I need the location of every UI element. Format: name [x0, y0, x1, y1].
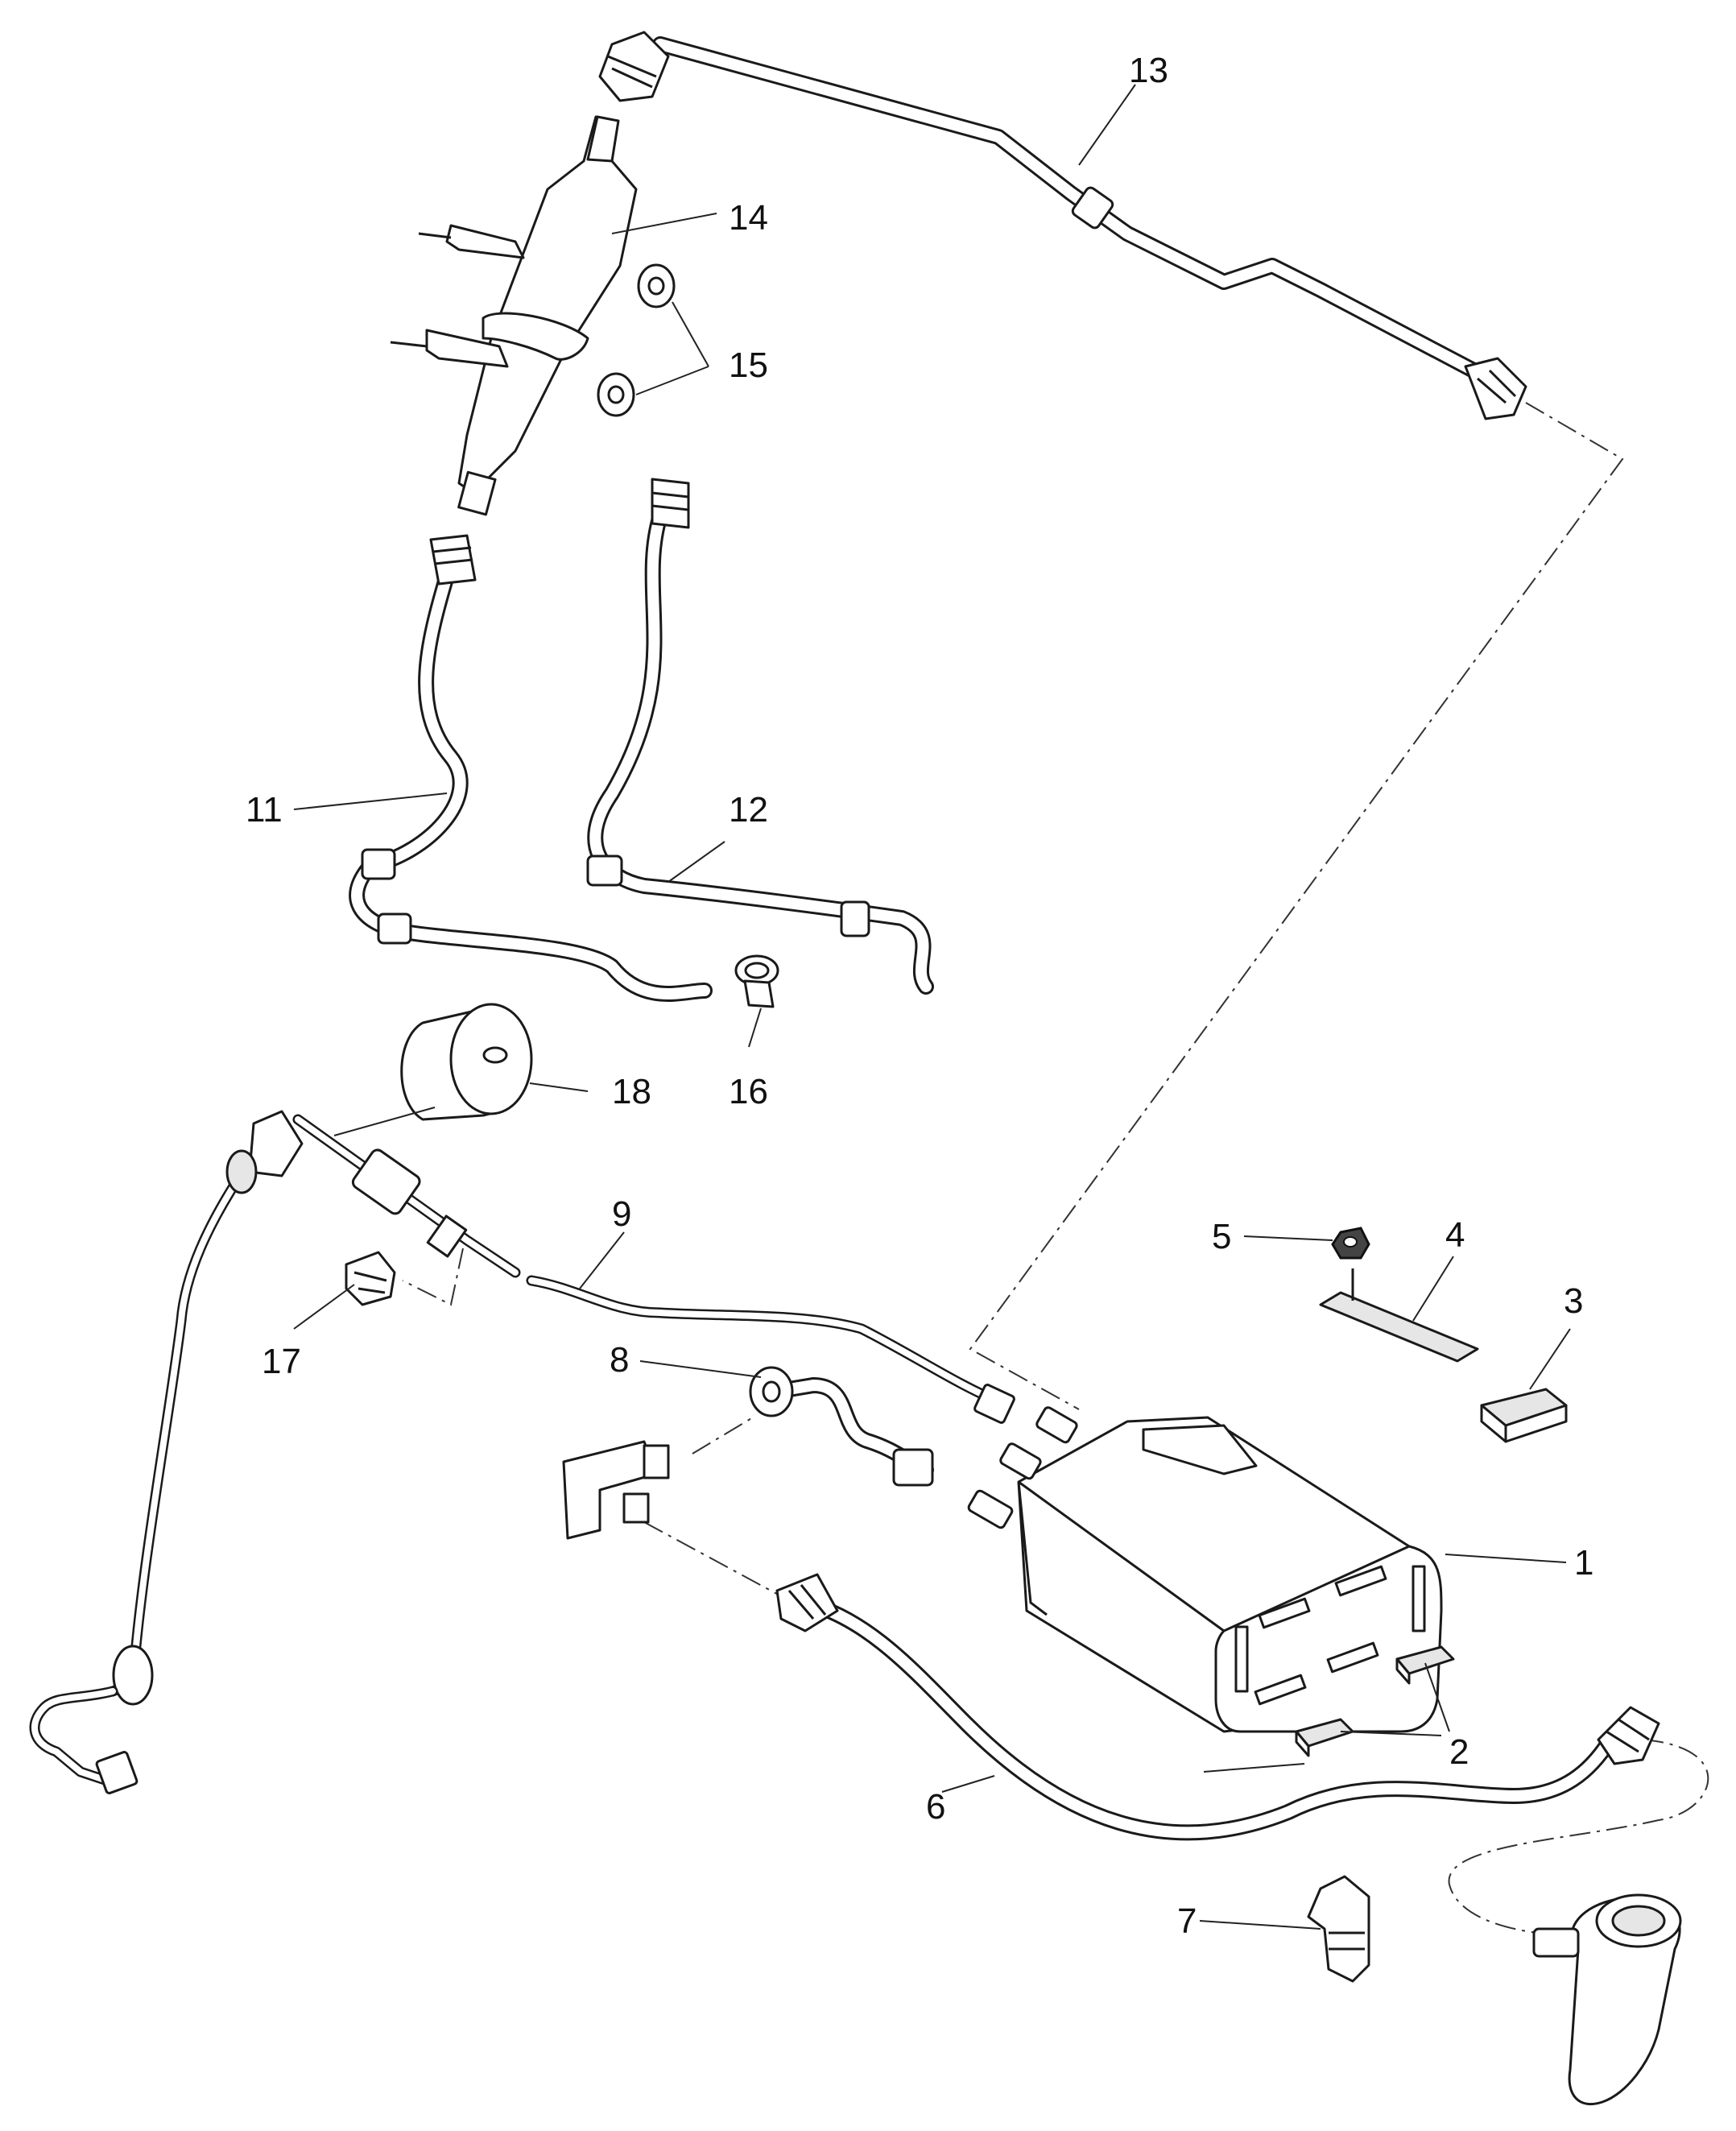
hose-6 — [775, 1573, 1660, 1841]
bracket-4 — [1319, 1268, 1479, 1363]
nut-5 — [1331, 1227, 1370, 1260]
hose-12 — [586, 478, 934, 995]
filler-neck — [1532, 1893, 1682, 2106]
callout-6: 6 — [926, 1787, 945, 1827]
callout-11: 11 — [246, 790, 283, 830]
pad-3 — [1480, 1388, 1568, 1443]
clip-7 — [1307, 1875, 1370, 1983]
callout-16: 16 — [729, 1072, 768, 1111]
callout-14: 14 — [729, 198, 768, 238]
valve-14 — [390, 115, 638, 516]
callout-2: 2 — [1449, 1732, 1469, 1772]
sensor-line-9 — [29, 1110, 1015, 1794]
callout-15: 15 — [729, 346, 768, 385]
callout-1: 1 — [1574, 1543, 1593, 1583]
clip-17 — [345, 1251, 396, 1306]
clip-16 — [734, 954, 779, 1008]
callout-17: 17 — [262, 1342, 301, 1381]
elbow-hose-8 — [562, 1366, 934, 1540]
callout-13: 13 — [1129, 51, 1168, 90]
callout-3: 3 — [1564, 1281, 1583, 1321]
callout-8: 8 — [610, 1340, 629, 1380]
leader-lines — [293, 84, 1571, 1930]
canister-1 — [967, 1406, 1443, 1733]
foam-18 — [400, 1003, 533, 1121]
callout-4: 4 — [1445, 1215, 1465, 1255]
callout-7: 7 — [1177, 1901, 1197, 1941]
callout-labels: 1 2 3 4 5 6 7 8 9 11 12 13 14 15 16 17 1… — [246, 51, 1593, 1941]
callout-9: 9 — [612, 1194, 631, 1234]
dash-dot-connection-lines — [402, 402, 1709, 1934]
hose-13 — [598, 31, 1527, 420]
hose-11 — [349, 534, 713, 1002]
grommets-15 — [597, 263, 676, 417]
callout-5: 5 — [1212, 1217, 1231, 1256]
callout-18: 18 — [612, 1072, 651, 1111]
callout-12: 12 — [729, 790, 768, 830]
